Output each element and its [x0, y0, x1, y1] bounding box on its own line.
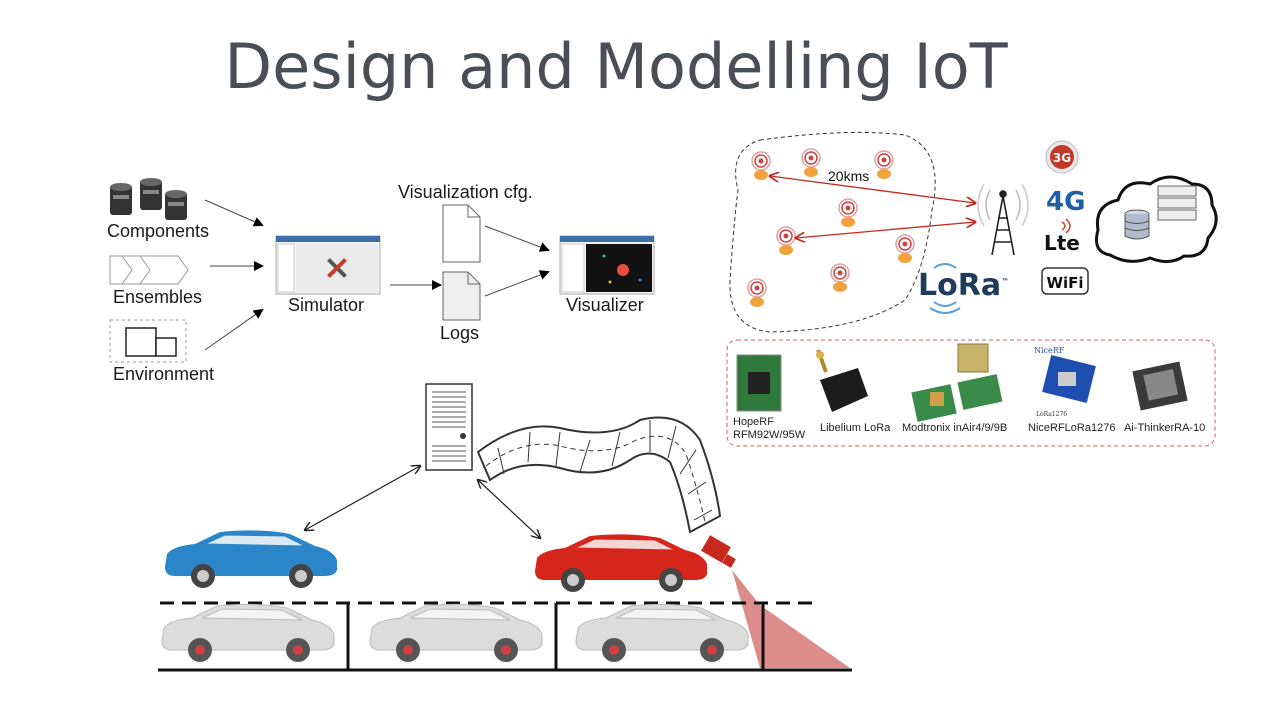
- film-strip-icon: [476, 416, 722, 534]
- sensor-icon: [751, 151, 771, 181]
- config-document-icon: [442, 204, 481, 263]
- arrow-logs-visualizer: [484, 270, 550, 297]
- database-icon: [1124, 209, 1150, 240]
- cloud-icon: [1095, 175, 1218, 263]
- 3g-text: 3G: [1053, 151, 1071, 165]
- 4g-icon: 4G: [1046, 187, 1085, 217]
- slide-title: Design and Modelling IoT: [224, 30, 1008, 103]
- components-label: Components: [107, 221, 210, 241]
- wifi-text: WiFi: [1046, 274, 1083, 292]
- red-car: [535, 534, 707, 592]
- antenna-tower-icon: [977, 183, 1029, 256]
- wifi-icon: WiFi: [1041, 267, 1089, 295]
- visualizer-label: Visualizer: [566, 295, 644, 315]
- arrow-components-simulator: [204, 199, 264, 227]
- sensor-icon: [830, 263, 850, 293]
- module-label-libelium: Libelium LoRa: [820, 422, 891, 434]
- parked-car: [369, 603, 543, 662]
- simulator-label: Simulator: [288, 295, 365, 315]
- sensor-icon: [874, 150, 894, 180]
- logs-label: Logs: [440, 323, 480, 343]
- robots-icon: [110, 178, 187, 220]
- module-label-ai-thinker: Ai-ThinkerRA-10: [1124, 422, 1206, 434]
- ensembles-icon: [109, 255, 189, 285]
- environment-icon: [109, 319, 187, 363]
- arrow-server-red-car: [478, 480, 540, 538]
- visualization-cfg-label: Visualization cfg.: [398, 182, 533, 202]
- arrow-environment-simulator: [204, 308, 264, 351]
- modtronix-module-image: [911, 343, 1003, 422]
- modules-panel: [726, 339, 1216, 447]
- camera-icon: [701, 535, 736, 568]
- visualizer-screenshot: [559, 235, 655, 295]
- 3g-icon: 3G: [1045, 140, 1079, 174]
- sensor-icon: [801, 148, 821, 178]
- sensor-icon: [895, 234, 915, 264]
- svg-text:NiceRF: NiceRF: [1034, 346, 1065, 355]
- ai-thinker-module-image: [1132, 361, 1188, 411]
- parked-car: [575, 603, 749, 662]
- nicerf-module-image: NiceRF LoRa1276: [1034, 346, 1096, 418]
- server-tower-icon: [425, 383, 473, 471]
- parked-car: [161, 603, 335, 662]
- camera-beam: [732, 570, 850, 668]
- lora-wave-icon: [929, 263, 961, 314]
- arrow-server-blue-car: [305, 466, 420, 530]
- module-label-hoperf: HopeRF RFM92W/95W: [733, 416, 806, 441]
- svg-text:LoRa1276: LoRa1276: [1036, 411, 1067, 418]
- blue-car: [165, 530, 337, 588]
- link-arrow-bottom: [796, 222, 975, 238]
- lte-text: Lte: [1044, 231, 1080, 255]
- sensor-icon: [776, 226, 796, 256]
- link-arrow-top: [770, 176, 975, 203]
- libelium-module-image: [816, 349, 868, 412]
- environment-label: Environment: [113, 364, 215, 384]
- simulator-screenshot: [275, 235, 381, 295]
- ensembles-label: Ensembles: [113, 287, 203, 307]
- 4g-text: 4G: [1046, 187, 1085, 217]
- module-label-modtronix: Modtronix inAir4/9/9B: [902, 422, 1008, 434]
- module-label-nicerf: NiceRFLoRa1276: [1028, 422, 1116, 434]
- sensor-area-boundary: [729, 131, 936, 333]
- sensor-icon: [838, 198, 858, 228]
- sensor-icon: [747, 278, 767, 308]
- lora-logo: LoRa™: [918, 268, 1010, 303]
- server-rack-icon: [1157, 185, 1197, 221]
- arrow-cfg-visualizer: [484, 225, 550, 252]
- hoperf-module-image: [736, 354, 782, 412]
- distance-label: 20kms: [828, 168, 870, 184]
- logs-document-icon: [442, 271, 481, 321]
- lte-icon: Lte: [1044, 218, 1080, 255]
